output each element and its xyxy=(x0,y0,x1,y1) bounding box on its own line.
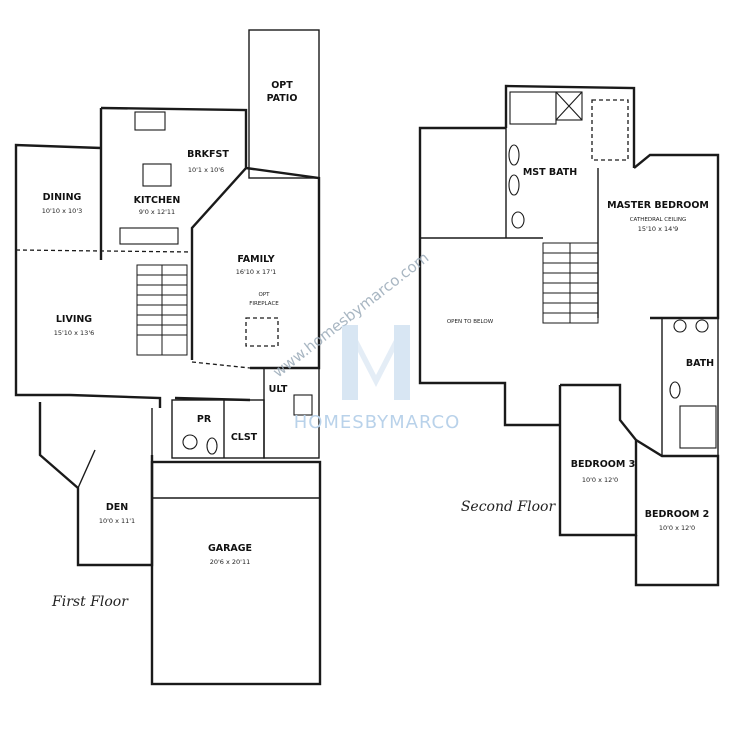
master-bedroom-dims: 15'10 x 14'9 xyxy=(638,225,679,233)
watermark-brand: HOMESBYMARCO xyxy=(294,412,461,433)
kitchen-dims: 9'0 x 12'11 xyxy=(139,208,175,216)
ult-washer xyxy=(293,394,313,416)
living-dims: 15'10 x 13'6 xyxy=(54,329,95,337)
bedroom2-outline xyxy=(634,438,720,587)
pr-clst-block xyxy=(171,399,265,459)
opt-fireplace-label-2: FIREPLACE xyxy=(249,301,279,307)
kitchen-counter xyxy=(119,227,179,245)
dining-outline xyxy=(14,143,102,248)
bedroom3-dims: 10'0 x 12'0 xyxy=(582,476,618,484)
master-bedroom-note: CATHEDRAL CEILING xyxy=(630,217,687,223)
second-floor-stairs xyxy=(542,242,599,324)
first-floor-plan xyxy=(14,29,322,686)
walk-in-closet xyxy=(591,99,629,161)
ult-label: ULT xyxy=(269,384,288,395)
bath-label: BATH xyxy=(686,358,714,369)
bath-tub xyxy=(679,405,717,449)
clst-label: CLST xyxy=(231,432,258,443)
bath-toilet xyxy=(669,381,681,399)
dining-living-divider xyxy=(15,249,193,253)
bath-sink-2 xyxy=(695,319,709,333)
opt-patio-label-1: OPT xyxy=(271,80,293,91)
mst-bath-toilet xyxy=(511,211,525,229)
bath-sink-1 xyxy=(673,319,687,333)
master-bedroom-outline xyxy=(633,153,720,320)
opt-patio-outline xyxy=(248,29,320,179)
mst-bath-label: MST BATH xyxy=(523,167,577,178)
entry-walls xyxy=(69,393,162,408)
kitchen-sink xyxy=(134,111,166,131)
first-floor-title: First Floor xyxy=(51,594,129,610)
open-to-below-outline xyxy=(418,126,560,427)
living-label: LIVING xyxy=(56,314,92,325)
shower-cross-2 xyxy=(555,91,583,121)
garage-label: GARAGE xyxy=(208,543,252,554)
mst-bath-sink-2 xyxy=(508,174,520,196)
watermark-logo xyxy=(342,325,410,400)
bedroom3-label: BEDROOM 3 xyxy=(571,459,635,470)
living-outline xyxy=(14,248,70,397)
kitchen-island xyxy=(142,163,172,187)
master-bath-outline xyxy=(504,84,636,168)
family-dims: 16'10 x 17'1 xyxy=(236,268,277,276)
dining-dims: 10'10 x 10'3 xyxy=(42,207,83,215)
pr-sink xyxy=(182,434,198,450)
family-south-divider xyxy=(191,361,251,369)
garage-outline xyxy=(150,460,322,686)
bedroom2-dims: 10'0 x 12'0 xyxy=(659,524,695,532)
watermark: www.homesbymarco.com HOMESBYMARCO xyxy=(269,248,461,433)
garage-dims: 20'6 x 20'11 xyxy=(210,558,251,566)
kitchen-brkfst-outline xyxy=(100,106,248,360)
mst-bath-sink-1 xyxy=(508,144,520,166)
den-entry-angle xyxy=(77,449,96,489)
den-outline xyxy=(38,402,154,567)
second-floor-title: Second Floor xyxy=(461,499,557,515)
opt-fireplace-label-1: OPT xyxy=(258,292,270,298)
pr-label: PR xyxy=(197,414,212,425)
brkfst-label: BRKFST xyxy=(187,149,229,160)
opt-patio-label-2: PATIO xyxy=(267,93,298,104)
second-floor-plan xyxy=(418,84,720,587)
kitchen-label: KITCHEN xyxy=(134,195,181,206)
family-label: FAMILY xyxy=(237,254,274,265)
den-label: DEN xyxy=(106,502,128,513)
dining-label: DINING xyxy=(43,192,82,203)
open-to-below-label: OPEN TO BELOW xyxy=(447,319,494,325)
ult-room xyxy=(263,367,320,459)
fireplace-symbol xyxy=(245,317,279,347)
brkfst-dims: 10'1 x 10'6 xyxy=(188,166,224,174)
mst-bath-shower xyxy=(555,91,583,121)
den-dims: 10'0 x 11'1 xyxy=(99,517,135,525)
first-floor-stairs xyxy=(136,264,188,356)
pr-toilet xyxy=(206,437,218,455)
mst-bath-tub xyxy=(509,91,557,125)
master-bedroom-label: MASTER BEDROOM xyxy=(607,200,709,211)
bedroom2-label: BEDROOM 2 xyxy=(645,509,709,520)
